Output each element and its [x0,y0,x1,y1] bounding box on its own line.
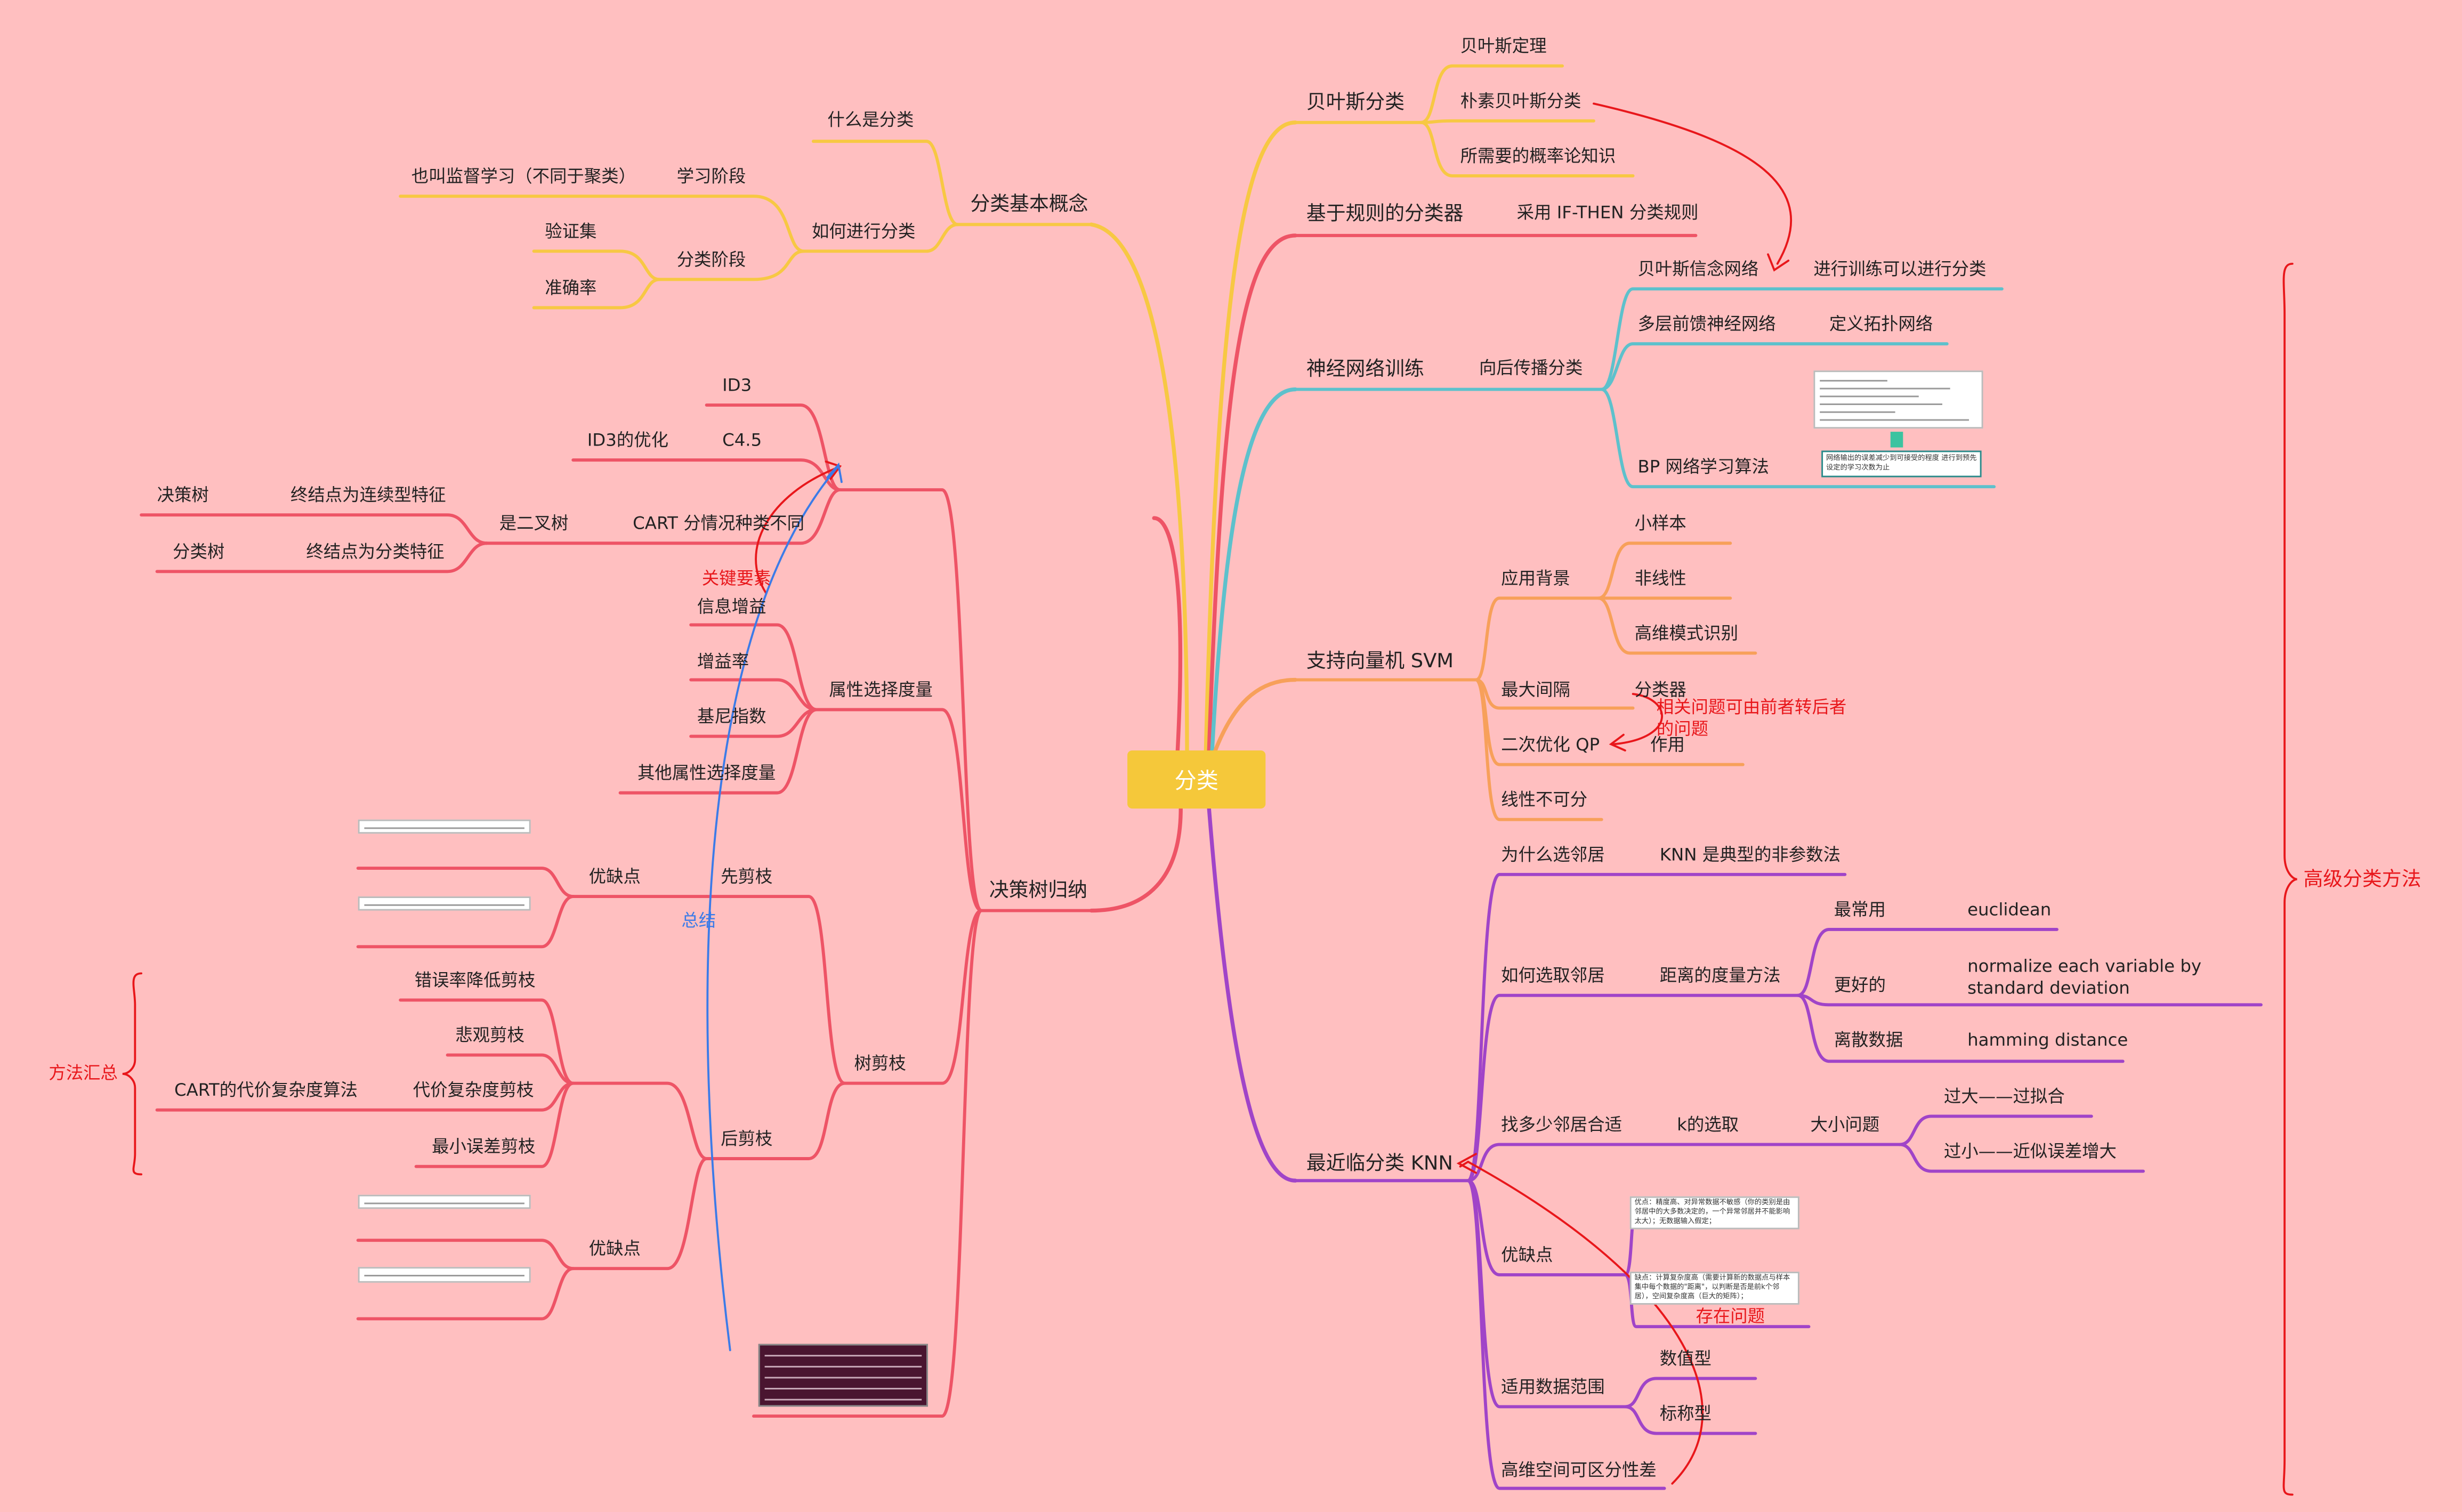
knn-cons-image: 缺点：计算复杂度高（需要计算新的数据点与样本集中每个数据的"距离"，以判断是否是… [1629,1272,1799,1305]
node-euclidean[interactable]: euclidean [1967,899,2052,920]
node-high-dim-weak[interactable]: 高维空间可区分性差 [1501,1460,1657,1481]
node-naive-bayes[interactable]: 朴素贝叶斯分类 [1460,91,1581,112]
node-bayes-theorem[interactable]: 贝叶斯定理 [1460,36,1547,57]
node-c45[interactable]: C4.5 [722,430,762,451]
down-arrow-icon [1890,432,1903,448]
root-node[interactable]: 分类 [1127,750,1266,809]
node-attribute-measure[interactable]: 属性选择度量 [829,680,933,700]
node-nominal[interactable]: 标称型 [1659,1403,1712,1424]
node-cart[interactable]: CART 分情况种类不同 [633,513,805,534]
node-belief-note[interactable]: 进行训练可以进行分类 [1813,259,1987,280]
node-k-too-big[interactable]: 过大——过拟合 [1943,1086,2065,1107]
node-decision-tree[interactable]: 决策树归纳 [989,877,1088,901]
node-neural-network[interactable]: 神经网络训练 [1306,356,1424,380]
node-post-pros-cons[interactable]: 优缺点 [588,1239,641,1259]
node-classification-leaf[interactable]: 终结点为分类特征 [306,541,445,562]
node-accuracy[interactable]: 准确率 [545,278,597,298]
node-rule-classifier[interactable]: 基于规则的分类器 [1306,201,1464,225]
node-what-is-classification[interactable]: 什么是分类 [827,110,914,131]
node-k-too-small[interactable]: 过小——近似误差增大 [1943,1141,2117,1162]
node-size-problem[interactable]: 大小问题 [1810,1114,1880,1135]
node-better[interactable]: 更好的 [1834,975,1886,996]
annotation-advanced-methods: 高级分类方法 [2303,867,2421,891]
node-gini-index[interactable]: 基尼指数 [697,706,766,727]
node-effect[interactable]: 作用 [1650,734,1685,755]
node-classifier[interactable]: 分类器 [1634,680,1686,700]
node-belief-network[interactable]: 贝叶斯信念网络 [1637,259,1759,280]
node-backprop-classify[interactable]: 向后传播分类 [1479,358,1583,378]
node-if-then[interactable]: 采用 IF-THEN 分类规则 [1516,203,1699,223]
annotation-methods-summary: 方法汇总 [49,1063,118,1084]
node-post-pruning[interactable]: 后剪枝 [721,1129,773,1150]
node-gain-ratio[interactable]: 增益率 [697,651,749,672]
node-svm[interactable]: 支持向量机 SVM [1306,648,1454,672]
node-cart-cost-algorithm[interactable]: CART的代价复杂度算法 [174,1080,358,1101]
node-bp-algorithm[interactable]: BP 网络学习算法 [1637,457,1769,478]
pre-pros-image [358,819,531,834]
node-qp[interactable]: 二次优化 QP [1501,734,1600,755]
annotation-related-problem: 相关问题可由前者转后者的问题 [1656,697,1847,740]
annotation-summary: 总结 [681,910,716,931]
node-probability[interactable]: 所需要的概率论知识 [1460,145,1616,167]
node-k-selection[interactable]: k的选取 [1677,1114,1739,1135]
node-pessimistic-pruning[interactable]: 悲观剪枝 [455,1025,524,1046]
node-hamming[interactable]: hamming distance [1967,1030,2128,1050]
post-pros-image [358,1194,531,1209]
node-pre-pruning[interactable]: 先剪枝 [721,867,773,887]
node-min-error-pruning[interactable]: 最小误差剪枝 [432,1136,536,1158]
node-select-neighbors[interactable]: 如何选取邻居 [1501,965,1605,986]
node-small-sample[interactable]: 小样本 [1634,513,1686,534]
node-high-dim-pattern[interactable]: 高维模式识别 [1634,623,1739,644]
node-most-common[interactable]: 最常用 [1834,899,1886,920]
node-mlp[interactable]: 多层前馈神经网络 [1637,314,1776,335]
node-basic-concept[interactable]: 分类基本概念 [970,191,1088,215]
node-pre-pros-cons[interactable]: 优缺点 [588,867,641,887]
annotation-existing-problem: 存在问题 [1696,1306,1765,1327]
node-knn[interactable]: 最近临分类 KNN [1306,1151,1453,1175]
node-nonseparable[interactable]: 线性不可分 [1501,789,1588,811]
node-other-measures[interactable]: 其他属性选择度量 [637,763,776,783]
node-classification-tree[interactable]: 分类树 [173,541,225,562]
post-cons-image [358,1267,531,1283]
node-why-neighbors[interactable]: 为什么选邻居 [1501,844,1605,866]
node-binary-tree[interactable]: 是二叉树 [499,513,569,534]
node-tree-pruning[interactable]: 树剪枝 [854,1053,906,1074]
node-validation-set[interactable]: 验证集 [545,221,597,242]
node-knn-pros-cons[interactable]: 优缺点 [1501,1245,1553,1266]
node-regression-leaf[interactable]: 终结点为连续型特征 [290,485,446,506]
knn-pros-image: 优点：精度高、对异常数据不敏感（你的类别是由邻居中的大多数决定的，一个异常邻居并… [1629,1196,1799,1230]
node-id3[interactable]: ID3 [722,375,752,396]
node-svm-background[interactable]: 应用背景 [1501,568,1570,589]
node-normalize[interactable]: normalize each variable by standard devi… [1967,956,2202,999]
node-mlp-note[interactable]: 定义拓扑网络 [1829,314,1933,335]
node-nonparametric[interactable]: KNN 是典型的非参数法 [1659,844,1841,866]
node-bayes[interactable]: 贝叶斯分类 [1306,89,1405,114]
node-distance-metric[interactable]: 距离的度量方法 [1659,965,1781,986]
node-max-margin[interactable]: 最大间隔 [1501,680,1570,700]
node-data-scope[interactable]: 适用数据范围 [1501,1377,1605,1397]
node-learning-phase[interactable]: 学习阶段 [676,166,746,187]
node-how-many-neighbors[interactable]: 找多少邻居合适 [1501,1114,1623,1135]
bp-stop-condition-image: 网络输出的误差减少到可接受的程度 进行到预先设定的学习次数为止 [1821,450,1982,478]
pre-cons-image [358,896,531,911]
node-how-to-classify[interactable]: 如何进行分类 [811,221,916,242]
node-nonlinear[interactable]: 非线性 [1634,568,1686,589]
node-info-gain[interactable]: 信息增益 [697,596,766,617]
node-numeric[interactable]: 数值型 [1659,1348,1712,1369]
node-cost-complexity-pruning[interactable]: 代价复杂度剪枝 [413,1080,534,1101]
node-discrete-data[interactable]: 离散数据 [1834,1030,1903,1050]
node-regression-tree[interactable]: 决策树 [157,485,209,506]
summary-table-image [758,1344,928,1407]
annotation-key-factor: 关键要素 [701,568,771,589]
bp-steps-image [1813,370,1983,429]
node-id3-optimization[interactable]: ID3的优化 [587,430,669,451]
node-classify-phase[interactable]: 分类阶段 [676,249,746,270]
node-reduced-error-pruning[interactable]: 错误率降低剪枝 [414,970,536,991]
node-supervised-note[interactable]: 也叫监督学习（不同于聚类） [411,166,636,187]
